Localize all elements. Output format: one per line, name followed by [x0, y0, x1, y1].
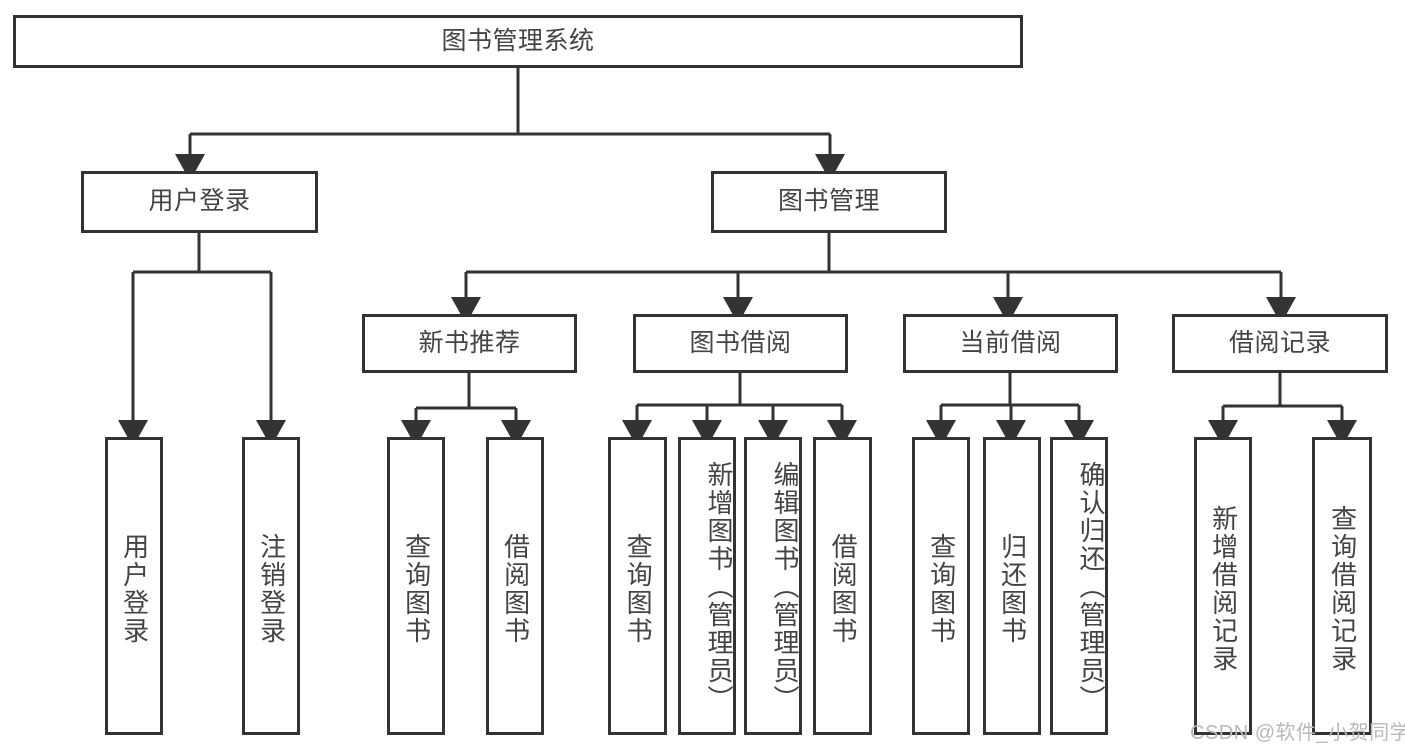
leaf-logout-login[interactable]: 注销登录	[242, 437, 300, 735]
leaf-user-login[interactable]: 用户登录	[105, 437, 163, 735]
leaf-confirm-return-admin[interactable]: 确认归还（管理员）	[1050, 437, 1108, 735]
leaf-query-borrow-record[interactable]: 查询借阅记录	[1312, 437, 1372, 735]
leaf-borrow-book-2[interactable]: 借阅图书	[813, 437, 872, 735]
node-user-login[interactable]: 用户登录	[81, 171, 318, 233]
leaf-add-book-admin[interactable]: 新增图书（管理员）	[678, 437, 736, 735]
node-book-manage[interactable]: 图书管理	[711, 171, 947, 233]
node-current-borrow[interactable]: 当前借阅	[903, 314, 1118, 373]
node-borrow-record[interactable]: 借阅记录	[1172, 314, 1388, 373]
leaf-add-borrow-record[interactable]: 新增借阅记录	[1194, 437, 1252, 735]
leaf-borrow-book-1[interactable]: 借阅图书	[486, 437, 544, 735]
leaf-query-book-1[interactable]: 查询图书	[387, 437, 445, 735]
leaf-edit-book-admin[interactable]: 编辑图书（管理员）	[744, 437, 802, 735]
node-title[interactable]: 图书管理系统	[13, 15, 1023, 68]
node-book-borrow[interactable]: 图书借阅	[633, 314, 848, 373]
leaf-query-book-2[interactable]: 查询图书	[608, 437, 667, 735]
node-new-book-recommend[interactable]: 新书推荐	[362, 314, 577, 373]
watermark: CSDN @软件_小贺同学	[1190, 722, 1405, 744]
leaf-return-book[interactable]: 归还图书	[983, 437, 1041, 735]
leaf-query-book-3[interactable]: 查询图书	[912, 437, 970, 735]
